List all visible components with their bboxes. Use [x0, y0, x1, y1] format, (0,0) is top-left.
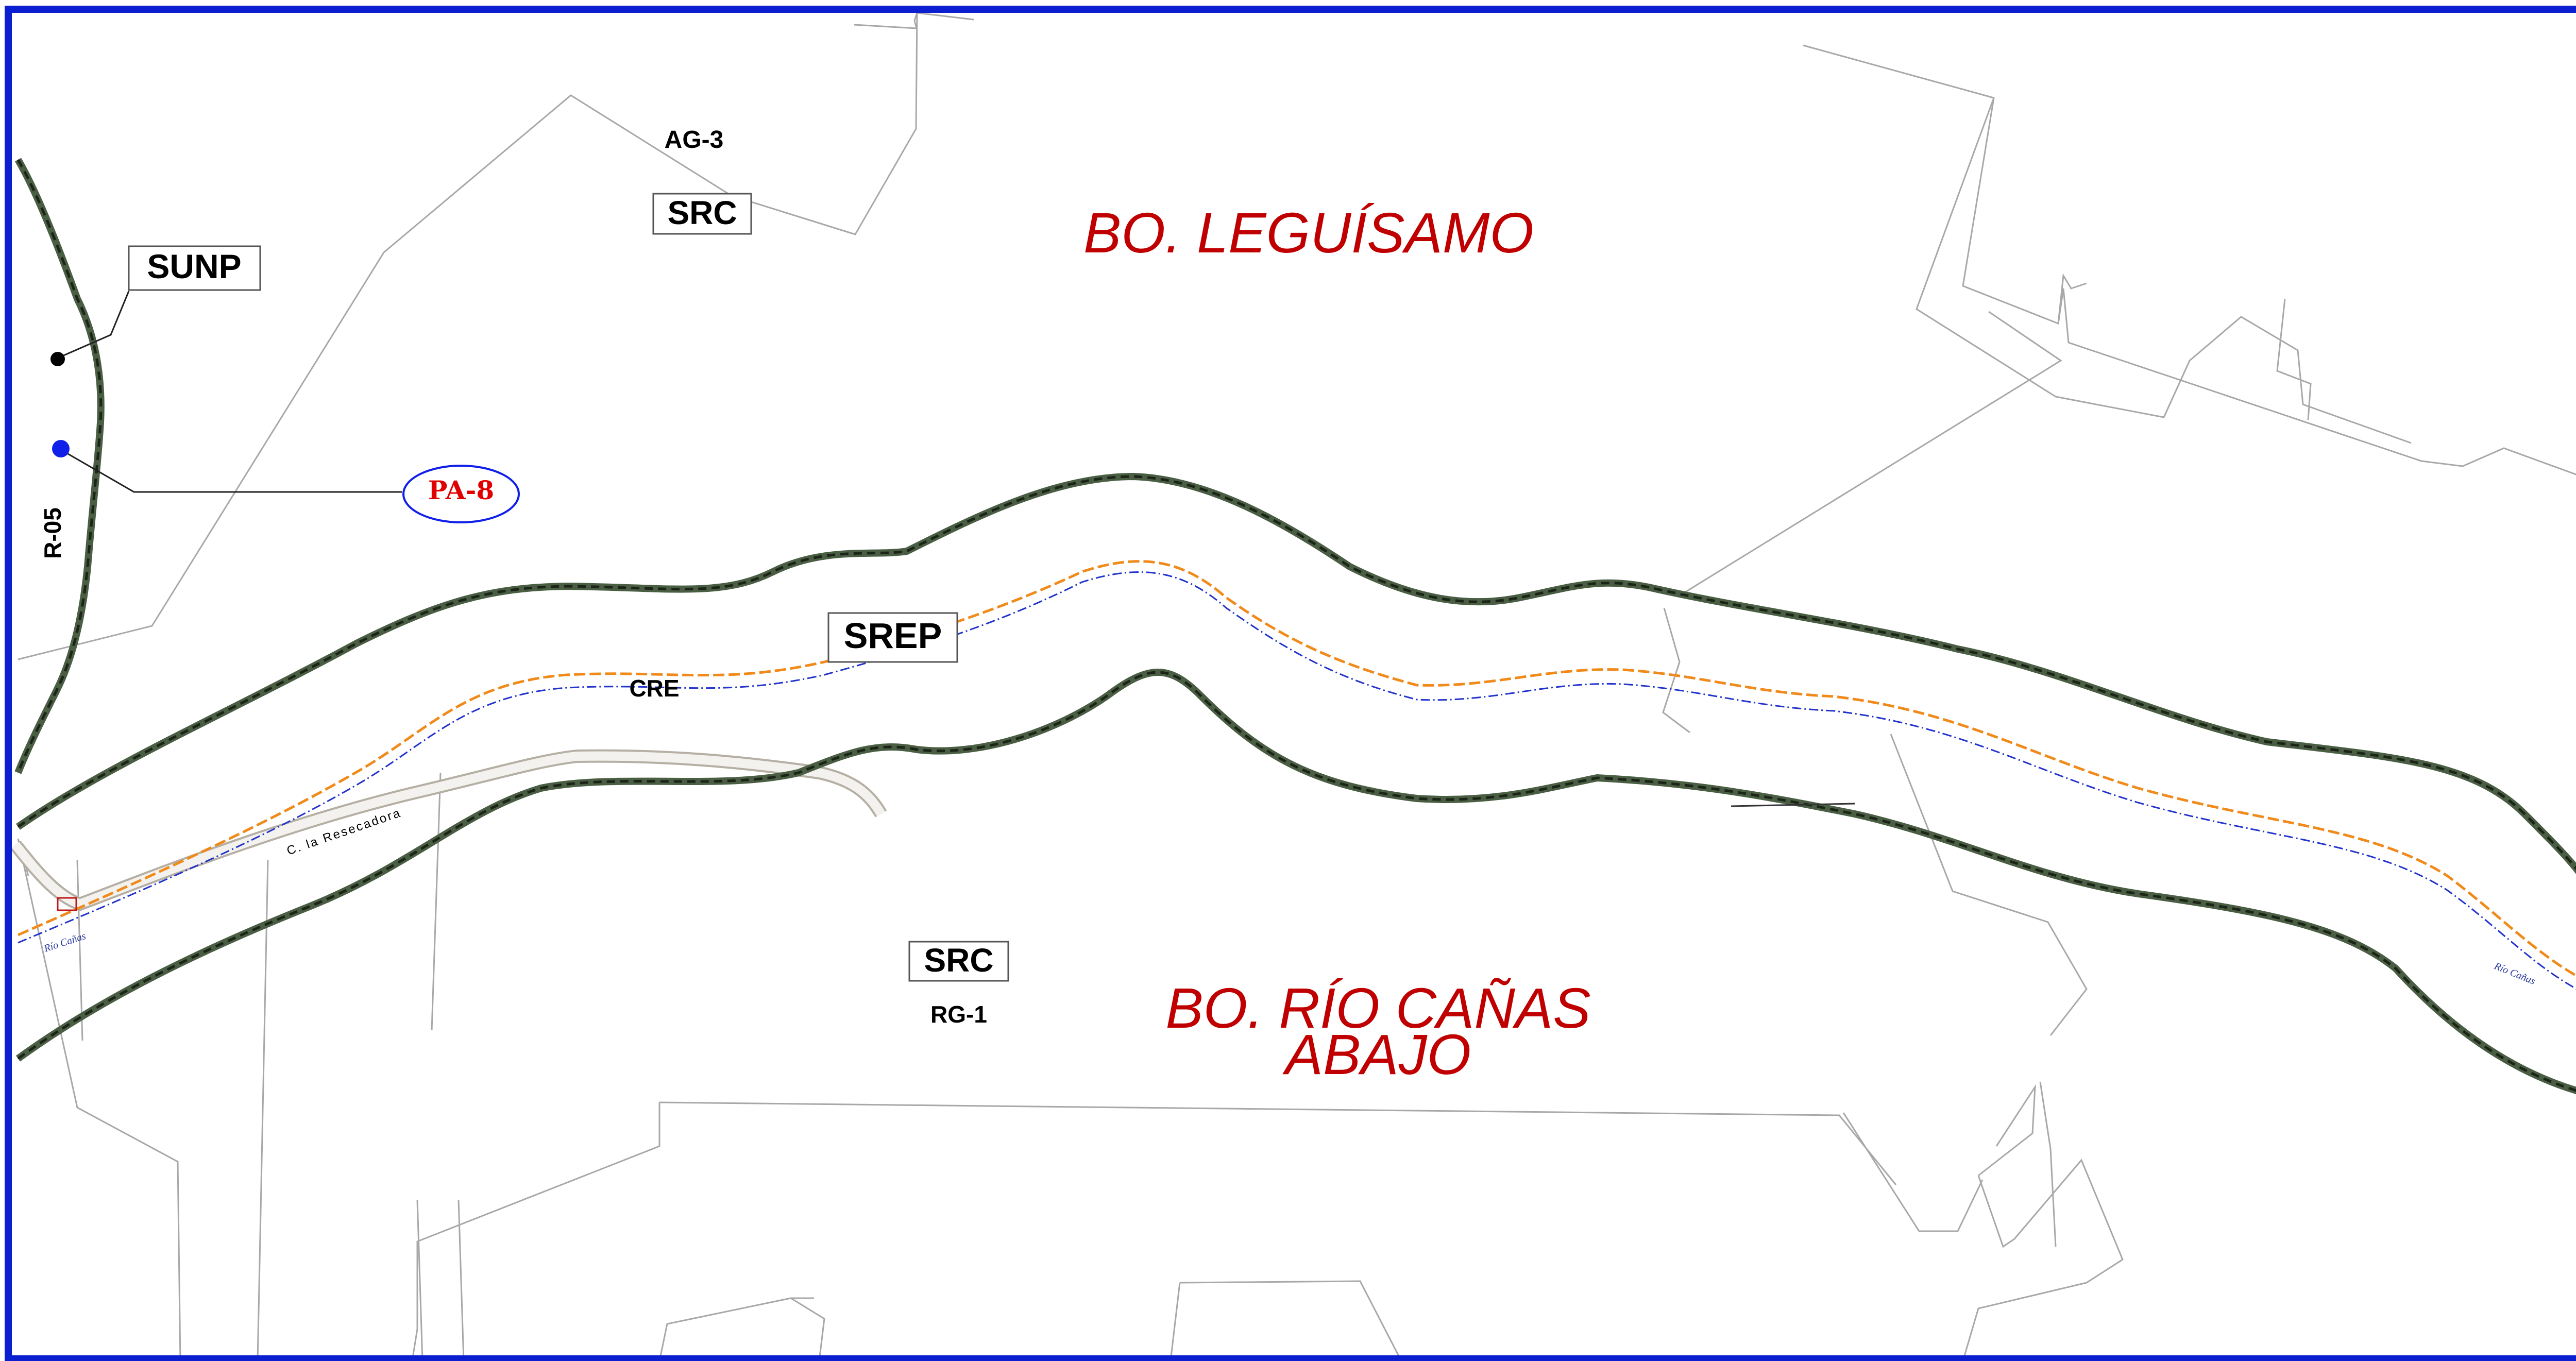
corridor-boundaries — [14, 158, 2576, 1094]
corridor-south — [15, 669, 2576, 1094]
label-sunp: SUNP — [128, 245, 261, 291]
ag3-label: AG-3 — [665, 126, 724, 154]
sunp-point — [50, 352, 65, 366]
sunp-text: SUNP — [147, 247, 241, 285]
leader-lines — [57, 291, 402, 493]
river-label-right: Río Cañas — [2492, 960, 2537, 987]
srep-text: SREP — [844, 616, 942, 656]
src-top-text: SRC — [667, 194, 737, 231]
map-frame — [5, 6, 2576, 1361]
zone-label-leguisamo: BO. LEGUÍSAMO — [1083, 201, 1534, 265]
pa8-text: PA-8 — [428, 475, 494, 505]
river-orange-line — [17, 560, 2576, 977]
zone-label-rio-canas-line2: ABAJO — [1282, 1023, 1471, 1086]
pa8-point — [52, 440, 70, 457]
label-srep: SREP — [827, 612, 958, 663]
river-blue-line — [18, 571, 2576, 990]
label-src-bottom: SRC — [908, 941, 1009, 982]
river-rio-canas — [17, 560, 2576, 990]
rg1-label: RG-1 — [930, 1001, 987, 1028]
road-crossing-marker — [57, 897, 77, 911]
cre-label: CRE — [629, 675, 679, 702]
label-src-top: SRC — [652, 193, 752, 235]
r05-label: R-05 — [39, 507, 66, 559]
src-bottom-text: SRC — [924, 942, 993, 979]
label-pa8: PA-8 — [402, 465, 520, 523]
parcel-boundaries — [17, 12, 2576, 1361]
zone-label-rio-canas-line1: BO. RÍO CAÑAS — [1165, 977, 1590, 1040]
corridor-end-line — [1731, 803, 1855, 807]
corridor-north — [15, 472, 2576, 874]
